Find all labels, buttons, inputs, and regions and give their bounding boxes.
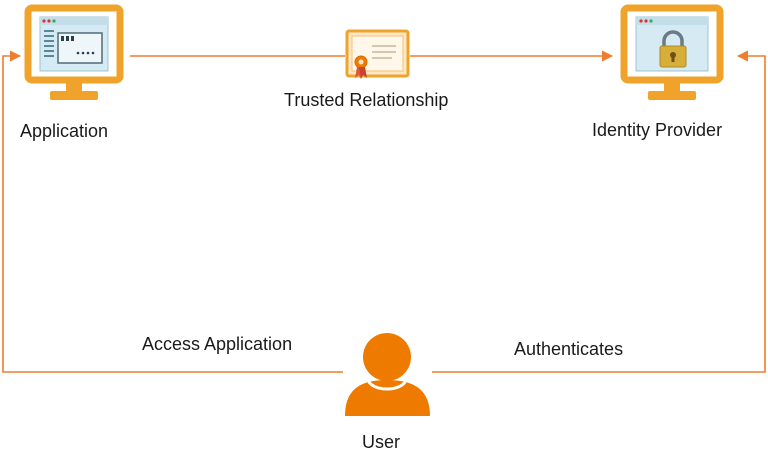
authenticates-label: Authenticates — [514, 339, 623, 359]
user-label: User — [362, 432, 400, 452]
connectors — [2, 50, 766, 373]
access-application-label: Access Application — [142, 334, 292, 354]
authenticates-connector — [432, 50, 766, 373]
access-connector — [2, 50, 343, 373]
user-person-icon — [345, 333, 430, 416]
trusted-relationship-label: Trusted Relationship — [284, 90, 448, 110]
certificate-icon — [345, 29, 410, 79]
identity-provider-lock-monitor-icon — [620, 4, 724, 100]
application-monitor-icon — [24, 4, 124, 100]
identity-provider-label: Identity Provider — [592, 120, 722, 140]
application-label: Application — [20, 121, 108, 141]
